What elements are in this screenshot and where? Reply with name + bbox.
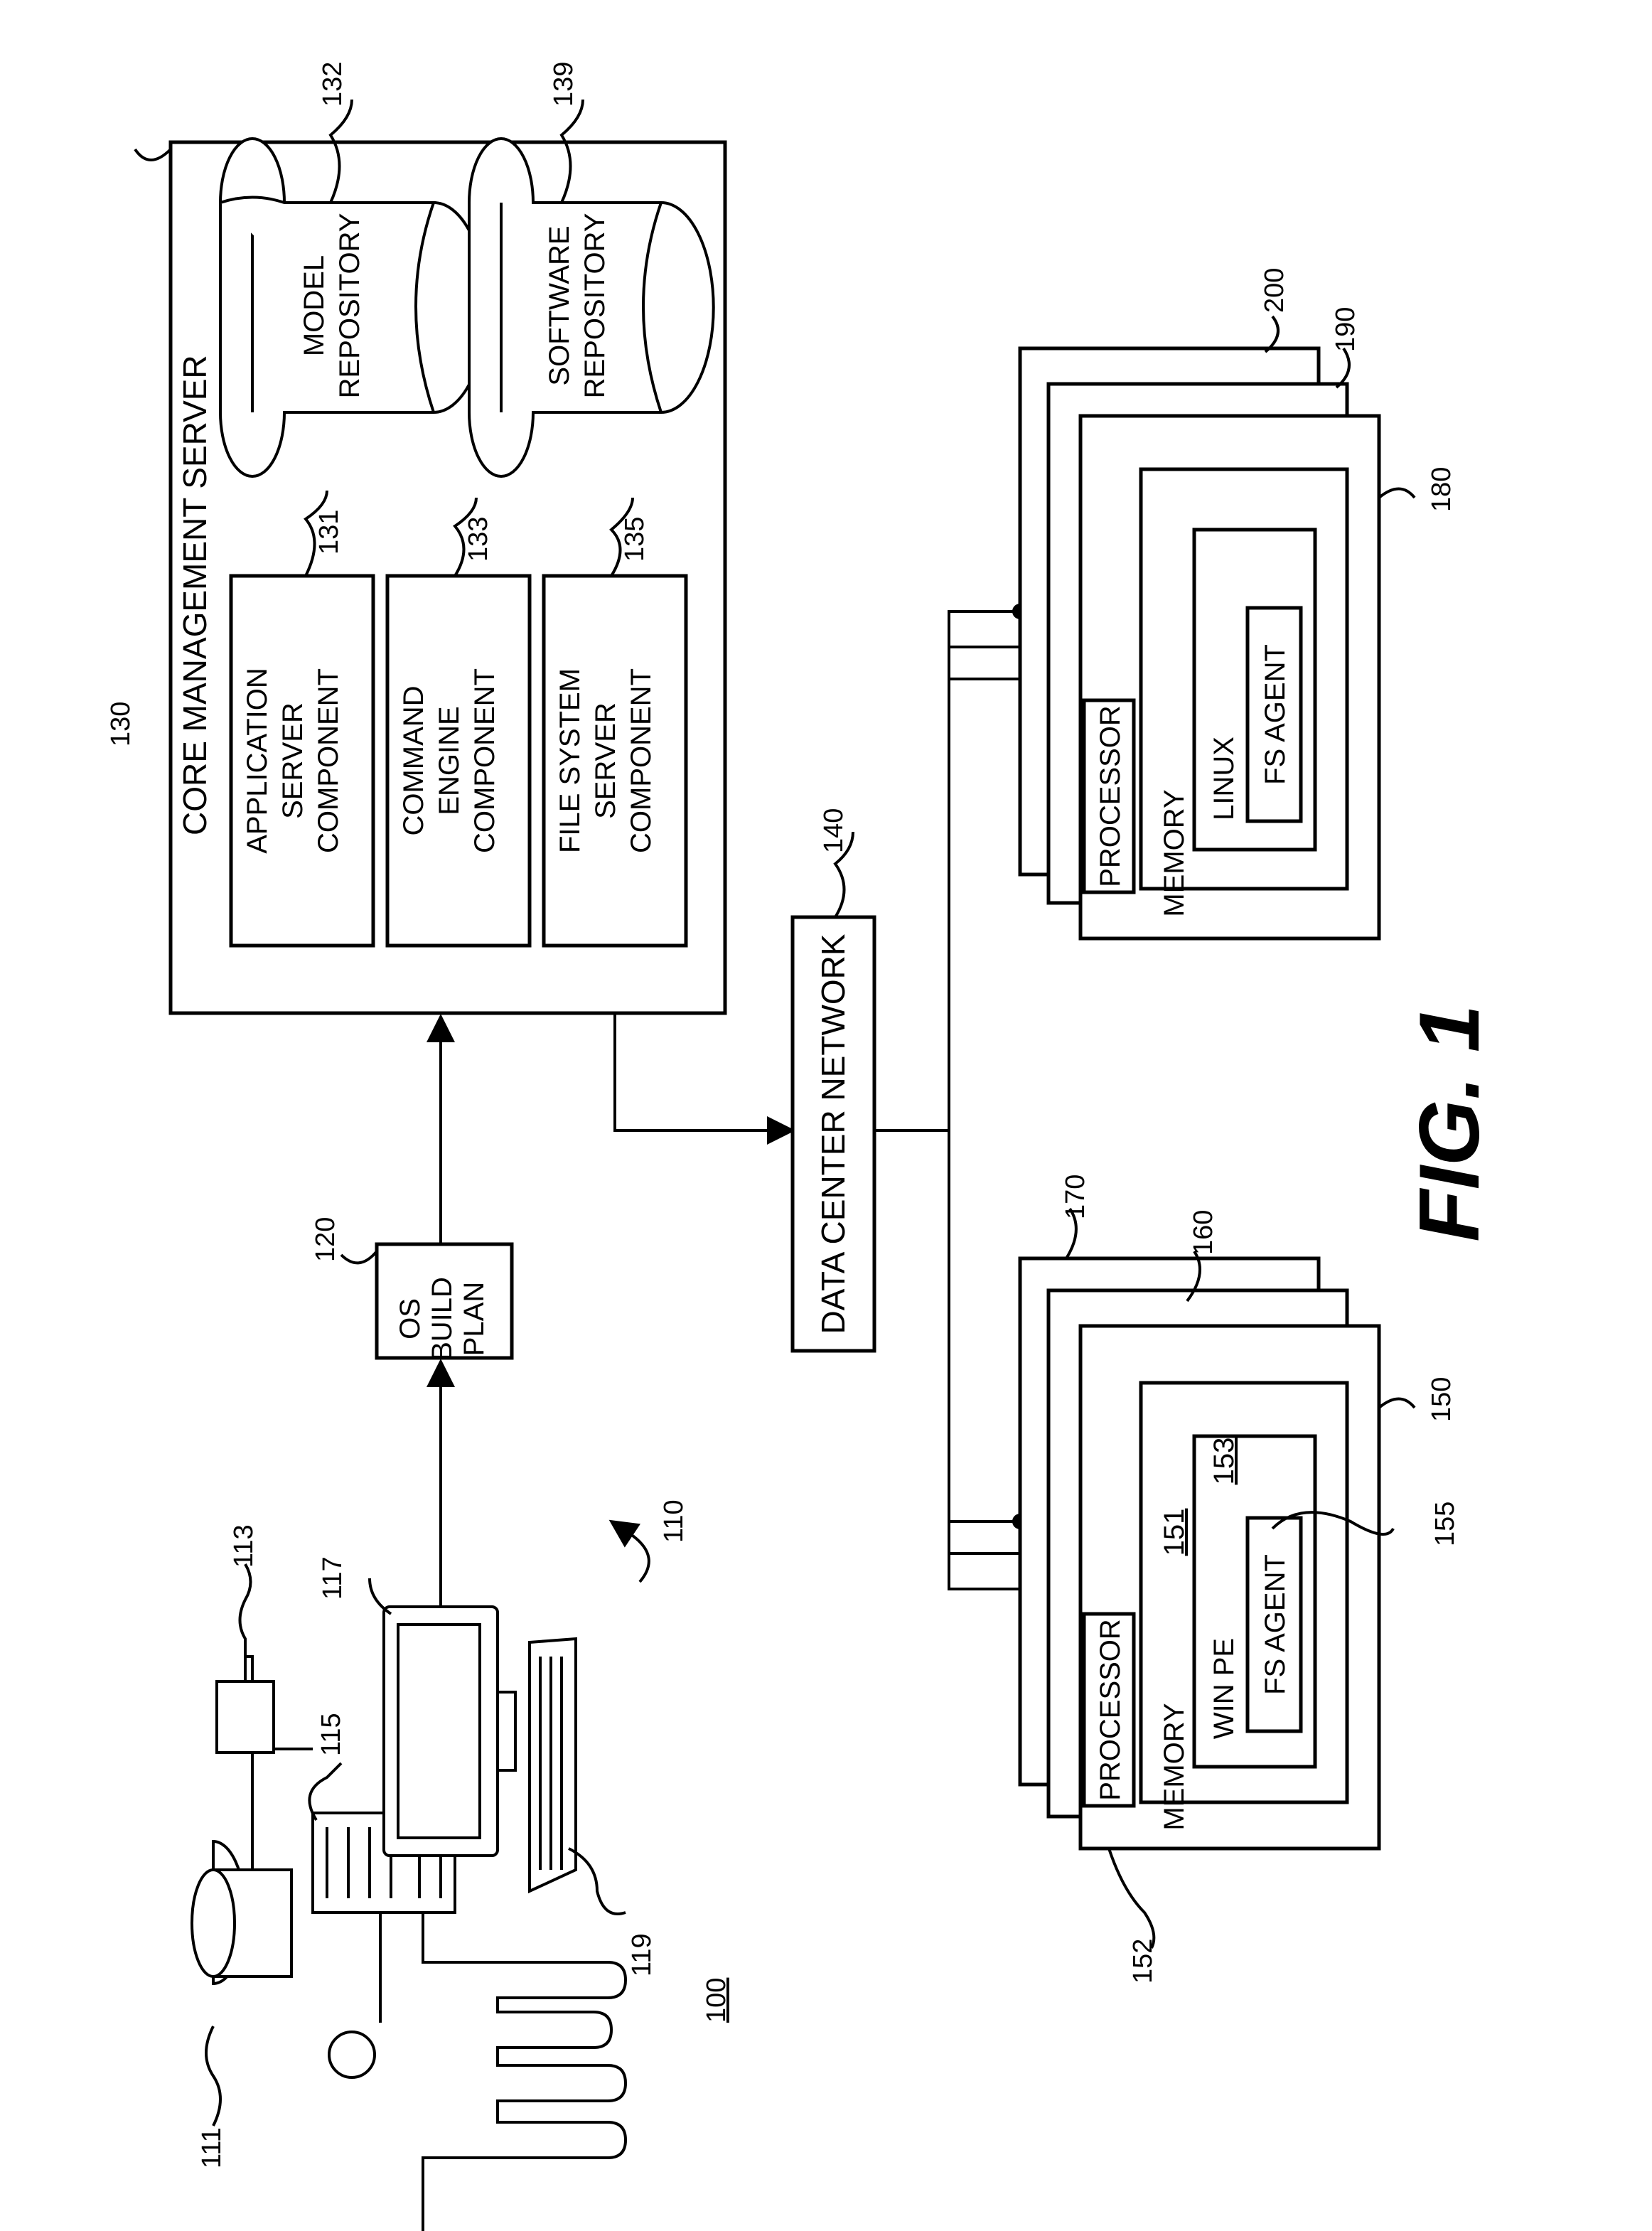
server-group-winpe: 170 160 150 152 PROCESSOR MEMORY 151 WIN… [1020,1175,1460,1984]
keyboard-icon [530,1639,576,1891]
build-plan-line-2: BUILD [427,1277,458,1361]
component-131-line-2: SERVER [277,702,309,819]
component-133-line-2: ENGINE [434,706,465,815]
memory-ref-a: 151 [1159,1509,1190,1556]
agent-label-b: FS AGENT [1260,644,1291,785]
tower-ref: 115 [316,1713,346,1756]
server-180-ref: 180 [1427,467,1457,512]
core-management-server: CORE MANAGEMENT SERVER 130 APPLICATION S… [106,62,725,1013]
monitor-ref: 117 [318,1556,348,1600]
os-build-plan: OS BUILD PLAN 120 [311,1217,512,1361]
component-131-line-3: COMPONENT [313,668,344,853]
server-152-ref: 152 [1128,1939,1158,1984]
network-label: DATA CENTER NETWORK [815,933,852,1334]
build-plan-ref: 120 [311,1217,340,1262]
model-repo-line-1: MODEL [299,255,330,356]
component-135-line-1: FILE SYSTEM [554,668,586,853]
user-station: 100 111 113 115 [192,1499,731,2231]
server-200-ref: 200 [1260,268,1289,313]
server-190-ref: 190 [1331,307,1361,352]
model-repo-line-2: REPOSITORY [334,213,365,399]
device-ref: 113 [229,1524,259,1568]
component-133-line-1: COMMAND [398,685,429,835]
component-133-line-3: COMPONENT [469,668,500,853]
core-server-ref: 130 [106,702,136,747]
monitor-icon [384,1607,515,1856]
build-plan-line-3: PLAN [458,1282,490,1357]
keyboard-ref: 119 [627,1933,657,1976]
data-center-network: DATA CENTER NETWORK 140 [793,808,874,1351]
memory-label-a: MEMORY [1159,1703,1190,1830]
component-135-ref: 135 [620,517,650,562]
network-ref: 140 [819,808,849,853]
software-repo-line-2: REPOSITORY [579,213,611,399]
user-station-ref: 110 [659,1499,689,1543]
component-131-ref: 131 [314,510,344,555]
model-repo-ref: 132 [318,62,348,107]
figure-caption: FIG. 1 [1402,1005,1497,1241]
user-person-icon [329,1866,626,2231]
core-server-title: CORE MANAGEMENT SERVER [176,355,213,835]
system-ref: 100 [702,1978,731,2023]
component-135-line-2: SERVER [590,702,621,819]
agent-label-a: FS AGENT [1260,1554,1291,1695]
component-133-ref: 133 [463,517,493,562]
processor-label-a: PROCESSOR [1095,1619,1126,1801]
processor-label-b: PROCESSOR [1095,705,1126,887]
os-label-a: WIN PE [1208,1638,1240,1739]
software-repo-line-1: SOFTWARE [544,225,575,385]
server-group-linux: 200 190 180 PROCESSOR MEMORY LINUX FS AG… [1020,268,1457,938]
server-150-ref: 150 [1427,1377,1457,1422]
os-ref-a: 153 [1208,1438,1240,1485]
database-icon [192,1841,291,1984]
component-131-line-1: APPLICATION [242,668,273,854]
server-170-ref: 170 [1061,1175,1090,1219]
os-label-b: LINUX [1208,737,1240,820]
build-plan-line-1: OS [395,1298,426,1339]
memory-label-b: MEMORY [1159,789,1190,916]
software-repo-ref: 139 [549,62,579,107]
database-ref: 111 [197,2127,227,2168]
server-160-ref: 160 [1189,1210,1218,1255]
agent-ref-a: 155 [1430,1502,1460,1546]
component-135-line-3: COMPONENT [626,668,657,853]
device-113-icon [217,1681,274,1753]
